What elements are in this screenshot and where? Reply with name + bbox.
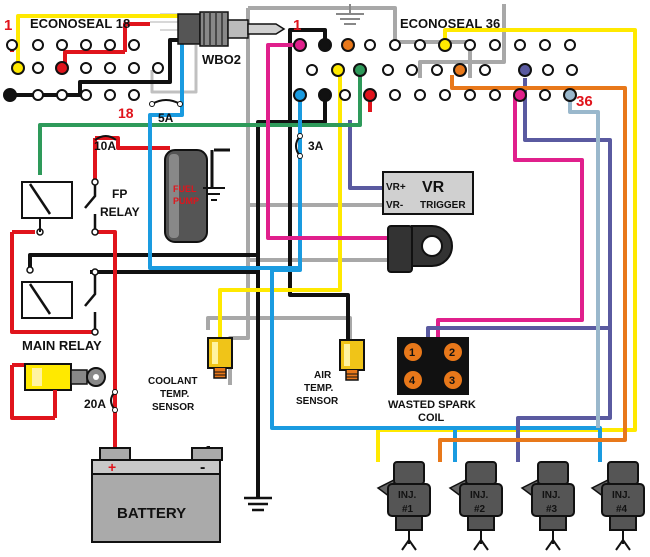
fuel-pump-label-2: PUMP xyxy=(173,196,199,206)
air-label-3: SENSOR xyxy=(296,396,339,407)
coil-pin-1: 1 xyxy=(409,347,415,359)
vr-title: VR xyxy=(422,179,445,196)
battery-label: BATTERY xyxy=(117,505,186,522)
orange-wire-injector2 xyxy=(438,75,627,462)
red-wire-relay-loop xyxy=(10,230,92,334)
grey-wire-vr-shield xyxy=(246,10,400,262)
injector-1-prefix: INJ. xyxy=(398,490,417,501)
purple-wire-vr-pos xyxy=(348,120,385,190)
coolant-label-3: SENSOR xyxy=(152,402,195,413)
ignition-switch xyxy=(24,363,106,418)
magenta-wire-vr xyxy=(266,43,388,240)
econoseal-36-label: ECONOSEAL 36 xyxy=(400,16,500,31)
econoseal-18-label: ECONOSEAL 18 xyxy=(30,16,130,31)
injector-3-number: #3 xyxy=(546,504,558,515)
injector-1: INJ. #1 xyxy=(376,461,431,551)
vr-subtitle: TRIGGER xyxy=(420,200,466,211)
grey-wire-top xyxy=(248,6,397,22)
yellow-wire-injector1 xyxy=(376,28,637,462)
coil-pin-4: 4 xyxy=(409,375,416,387)
purple-wire-coil xyxy=(426,326,610,338)
coil-pin-2: 2 xyxy=(449,347,455,359)
injector-4-number: #4 xyxy=(616,504,628,515)
green-wire-fp-relay xyxy=(38,75,362,175)
coil-label-2: COIL xyxy=(418,412,445,424)
injector-2: INJ. #2 xyxy=(448,461,503,551)
coil-label-1: WASTED SPARK xyxy=(388,399,476,411)
fuse-20a: 20A xyxy=(84,389,118,413)
econoseal-18-pin18: 18 xyxy=(118,105,134,121)
wbo2-label: WBO2 xyxy=(202,52,241,67)
black-wire-fuel-pump-ground xyxy=(210,148,230,188)
pin-red xyxy=(55,61,69,75)
injector-2-number: #2 xyxy=(474,504,486,515)
battery-positive-icon: + xyxy=(108,459,116,475)
coolant-sensor: COOLANT TEMP. SENSOR xyxy=(148,337,233,413)
black-wire-air-sensor xyxy=(288,28,350,340)
fuse-5a-label: 5A xyxy=(158,111,174,125)
econoseal-18-connector: ECONOSEAL 18 1 18 xyxy=(3,16,164,121)
air-temp-sensor: AIR TEMP. SENSOR xyxy=(296,339,365,407)
battery: + - BATTERY xyxy=(91,447,223,543)
fuse-3a: 3A xyxy=(295,133,324,159)
injector-3: INJ. #3 xyxy=(520,461,575,551)
black-wire-main-relay-coil xyxy=(28,253,258,270)
wasted-spark-coil: 1 2 4 3 WASTED SPARK COIL xyxy=(388,337,476,424)
wbo2-sensor: WBO2 xyxy=(177,11,286,67)
coolant-label-1: COOLANT xyxy=(148,376,197,387)
vr-pos-label: VR+ xyxy=(386,182,406,193)
black-wire-ground-main xyxy=(256,95,327,498)
fuse-10a: 10A xyxy=(94,135,117,153)
econoseal-36-pin36: 36 xyxy=(576,93,593,110)
injector-3-prefix: INJ. xyxy=(542,490,561,501)
injector-4-prefix: INJ. xyxy=(612,490,631,501)
air-label-2: TEMP. xyxy=(304,383,333,394)
econoseal-36-connector: ECONOSEAL 36 1 36 xyxy=(293,16,593,110)
ground-symbol-bottom xyxy=(244,496,272,512)
coil-pin-3: 3 xyxy=(449,375,455,387)
magenta-wire-coil xyxy=(436,95,584,338)
fuel-pump: FUEL PUMP xyxy=(164,149,225,243)
main-relay-label: MAIN RELAY xyxy=(22,338,102,353)
yellow-wire-wbo2-signal xyxy=(16,14,178,68)
red-wire-10a xyxy=(95,136,170,150)
purple-wire-injector3 xyxy=(516,78,612,462)
air-label-1: AIR xyxy=(314,370,332,381)
injector-2-prefix: INJ. xyxy=(470,490,489,501)
red-wire-ignition xyxy=(10,363,55,420)
fp-relay-label-2: RELAY xyxy=(100,205,140,219)
coolant-label-2: TEMP. xyxy=(160,389,189,400)
injector-4: INJ. #4 xyxy=(590,461,645,551)
yellow-wire-coolant xyxy=(218,75,342,338)
fuel-pump-label-1: FUEL xyxy=(173,184,197,194)
fp-relay: FP RELAY xyxy=(21,178,140,236)
wires xyxy=(10,4,637,498)
grey-wire-link xyxy=(418,42,506,78)
fuse-10a-label: 10A xyxy=(94,139,116,153)
pin-yellow xyxy=(11,61,25,75)
econoseal-18-pin1: 1 xyxy=(4,17,12,34)
blue-wire-injector-feed xyxy=(270,160,602,462)
fp-relay-label-1: FP xyxy=(112,187,127,201)
vr-trigger: VR+ VR- VR TRIGGER xyxy=(382,171,474,215)
crank-sensor xyxy=(387,225,453,273)
pin-black xyxy=(3,88,17,102)
lightblue-wire-injector4 xyxy=(568,95,600,428)
battery-negative-icon: - xyxy=(200,459,205,476)
econoseal-36-pin1: 1 xyxy=(293,17,301,34)
vr-neg-label: VR- xyxy=(386,200,403,211)
fuse-3a-label: 3A xyxy=(308,139,324,153)
black-wire-wbo2-ground xyxy=(10,38,185,97)
ground-symbol-top xyxy=(336,4,364,25)
fuse-20a-label: 20A xyxy=(84,397,106,411)
fuse-5a: 5A xyxy=(149,99,183,125)
injector-1-number: #1 xyxy=(402,504,414,515)
red-wire-connector18 xyxy=(63,50,125,66)
main-relay: MAIN RELAY xyxy=(21,266,102,353)
